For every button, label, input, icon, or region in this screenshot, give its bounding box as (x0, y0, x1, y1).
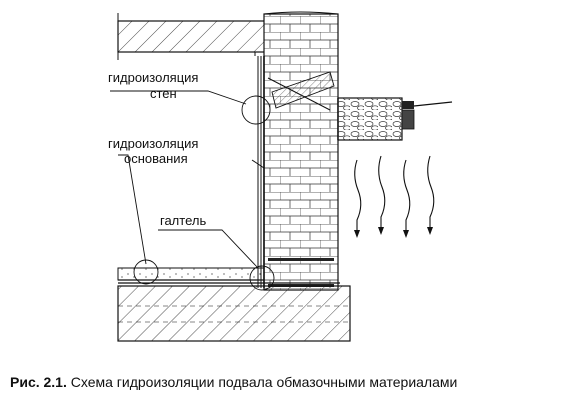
brick-wall (263, 11, 339, 291)
detail-circles (133, 95, 275, 291)
floor-screed (117, 267, 340, 284)
caption-prefix: Рис. 2.1. (10, 374, 67, 390)
caption-text: Схема гидроизоляции подвала обмазочными … (66, 374, 458, 390)
figure-caption: Рис. 2.1. Схема гидроизоляции подвала об… (10, 374, 570, 390)
leader-lines (110, 90, 259, 269)
wall-slab-fragment (267, 71, 335, 111)
label-base-waterproofing-line2: основания (124, 151, 188, 166)
wall-fixture (401, 101, 453, 130)
label-fillet: галтель (160, 213, 206, 228)
label-wall-waterproofing-line1: гидроизоляция (108, 70, 198, 85)
insulation-block (337, 97, 403, 141)
label-base-waterproofing-line1: гидроизоляция (108, 136, 198, 151)
moisture-arrows (354, 155, 435, 238)
foundation-slab (117, 285, 351, 342)
label-wall-waterproofing-line2: стен (150, 86, 177, 101)
wall-waterproofing-layer (251, 56, 265, 288)
